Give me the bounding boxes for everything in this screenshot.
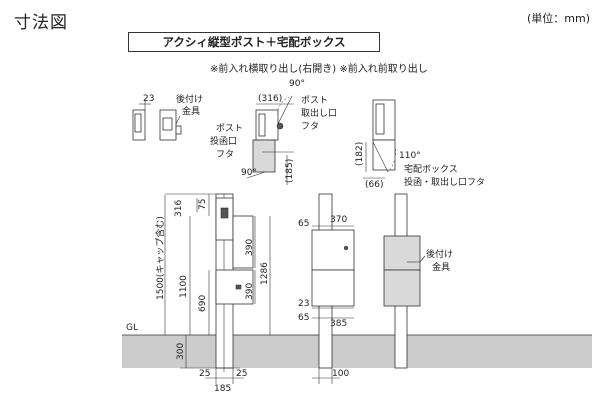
dim-25-left: 25 xyxy=(199,369,210,379)
dim-110: 110° xyxy=(399,151,421,161)
dim-65-top: 65 xyxy=(298,219,309,229)
post-lid-view xyxy=(246,95,294,185)
dim-90-bottom: 90° xyxy=(241,168,257,178)
dim-66-paren: (66) xyxy=(365,180,383,190)
rear-fitting-label-3: 後付け xyxy=(426,248,453,260)
dim-100: 100 xyxy=(332,369,349,379)
rear-view xyxy=(383,193,426,369)
post-inlet-label-1: ポスト xyxy=(216,123,243,134)
dim-390-b: 390 xyxy=(245,283,255,300)
dim-300: 300 xyxy=(176,343,186,360)
dim-316-paren: (316) xyxy=(258,94,282,104)
dim-390-a: 390 xyxy=(245,239,255,256)
rear-fitting-label-1: 後付け xyxy=(176,93,203,105)
dim-690: 690 xyxy=(198,295,208,312)
gl-label: GL xyxy=(126,323,138,333)
dim-1500: 1500(キャップ含む) xyxy=(154,216,166,300)
dim-1100: 1100 xyxy=(179,275,189,298)
dim-75: 75 xyxy=(198,199,208,210)
post-outlet-label-3: フタ xyxy=(301,121,319,132)
dim-370: 370 xyxy=(330,215,347,225)
side-view xyxy=(311,193,355,384)
rear-fitting-label-2: 金具 xyxy=(182,105,200,117)
post-outlet-label-1: ポスト xyxy=(301,95,328,106)
dim-316-vertical: 316 xyxy=(174,200,184,217)
dim-23-side: 23 xyxy=(298,299,309,309)
dim-1286: 1286 xyxy=(260,262,270,285)
dim-90-top: 90° xyxy=(289,79,305,89)
dim-185-paren: (185) xyxy=(285,159,295,183)
dim-385: 385 xyxy=(330,319,347,329)
dim-23-top: 23 xyxy=(143,94,154,104)
dim-65-bottom: 65 xyxy=(298,313,309,323)
small-side-view-1 xyxy=(132,100,151,141)
dim-182-paren: (182) xyxy=(355,142,365,166)
post-inlet-label-3: フタ xyxy=(216,149,234,160)
ground-area xyxy=(122,335,592,368)
rear-fitting-label-4: 金具 xyxy=(432,261,450,273)
front-view xyxy=(164,193,271,384)
delivery-lid-label-1: 宅配ボックス xyxy=(404,163,458,175)
delivery-lid-view xyxy=(363,99,397,179)
product-name-box: アクシィ縦型ポスト＋宅配ボックス xyxy=(128,32,380,52)
post-inlet-label-2: 投函口 xyxy=(210,135,237,147)
small-side-view-2 xyxy=(159,109,182,141)
dim-25-right: 25 xyxy=(236,369,247,379)
unit-label: (単位：mm) xyxy=(526,12,590,25)
delivery-lid-label-2: 投函・取出し口フタ xyxy=(404,176,485,188)
dim-185: 185 xyxy=(214,384,231,394)
opening-type-note: ※前入れ横取り出し(右開き) ※前入れ前取り出し xyxy=(210,64,428,75)
post-outlet-label-2: 取出し口 xyxy=(301,107,337,119)
page-title: 寸法図 xyxy=(14,13,68,33)
